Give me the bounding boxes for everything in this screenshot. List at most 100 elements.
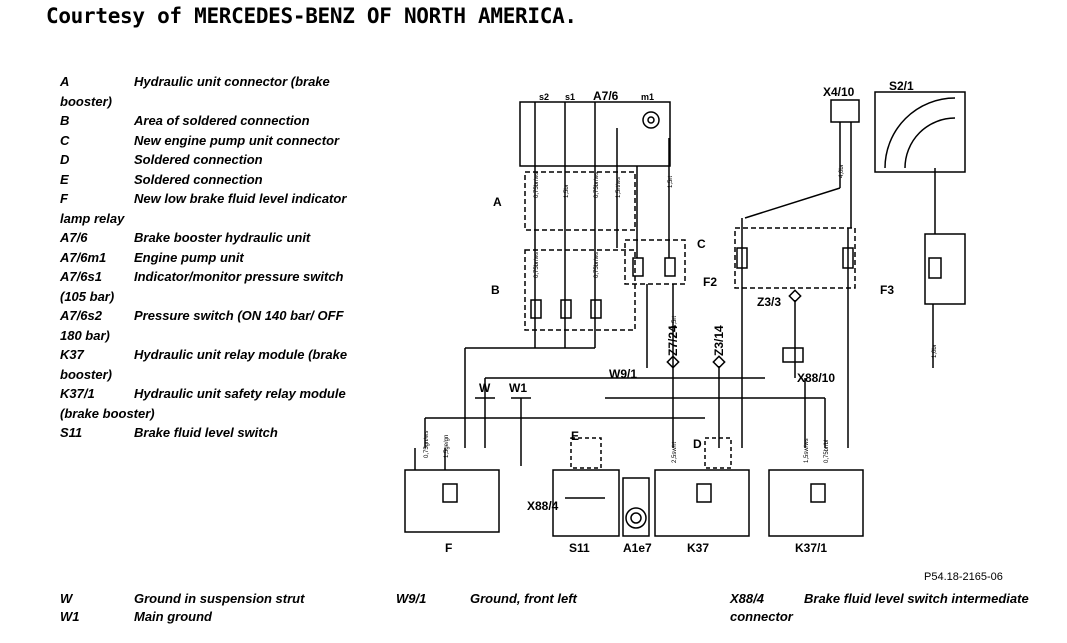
solder-point-icon — [560, 299, 572, 319]
legend-code: C — [60, 132, 70, 148]
wire-color-label: 1,5br — [564, 184, 570, 198]
solder-point-icon — [530, 299, 542, 319]
legend-code: E — [60, 171, 69, 187]
legend-text: Hydraulic unit relay module (brake boost… — [60, 347, 348, 382]
legend-code: X88/4 — [730, 591, 764, 606]
wire-color-label: 1,5rt — [668, 176, 674, 188]
legend-text: Hydraulic unit safety relay module (brak… — [60, 386, 346, 421]
label-a1e7: A1e7 — [623, 541, 652, 555]
x4-10-connector — [830, 99, 860, 123]
bottom-legend-col2: W9/1 Ground, front left — [396, 590, 577, 608]
bottom-legend-col1: W Ground in suspension strut W1 Main groun… — [60, 590, 304, 626]
wire-color-label: 0,75gn/ws — [424, 431, 430, 458]
lamp-icon — [625, 507, 647, 529]
legend-text: Main ground — [134, 609, 212, 624]
legend-code: A7/6 — [60, 230, 88, 245]
s2-1-arc — [884, 97, 956, 169]
legend-code: S11 — [60, 425, 83, 440]
legend-text: Ground in suspension strut — [134, 591, 305, 606]
courtesy-line: Courtesy of MERCEDES-BENZ OF NORTH AMERI… — [46, 4, 577, 28]
label-s1: s1 — [565, 92, 575, 102]
connector-a-box — [524, 171, 636, 231]
label-f: F — [445, 541, 452, 555]
legend-text: Engine pump unit — [134, 249, 244, 265]
x88-10-connector — [782, 347, 804, 363]
legend-code: K37 — [60, 347, 84, 362]
label-a7-6: A7/6 — [593, 89, 619, 103]
legend-code: F — [60, 191, 68, 206]
legend-code: A — [60, 74, 70, 89]
legend-item: W1 Main ground — [60, 608, 304, 626]
label-z3-14: Z3/14 — [712, 325, 726, 356]
legend-text: Pressure switch (ON 140 bar/ OFF 180 bar… — [60, 308, 344, 343]
s2-1-switch-box — [874, 91, 966, 173]
label-m1: m1 — [641, 92, 654, 102]
label-w9-1: W9/1 — [609, 367, 637, 381]
label-b: B — [491, 283, 500, 297]
wire-color-label: 1,5ge/gn — [444, 435, 450, 458]
label-x88-10: X88/10 — [797, 371, 835, 385]
wire-color-label: 1,5rt — [672, 316, 678, 328]
k37-1-relay-module — [768, 469, 864, 537]
wire-color-label: 0,75br/ws — [594, 172, 600, 198]
label-k37: K37 — [687, 541, 709, 555]
z7-24-junction — [666, 355, 680, 369]
s11-switch-box — [552, 469, 620, 537]
label-k37-1: K37/1 — [795, 541, 827, 555]
legend-item: D Soldered connection — [60, 150, 360, 170]
f2-fuse-box — [734, 227, 856, 289]
f-relay-module — [404, 469, 500, 533]
solder-e-box — [570, 437, 602, 469]
legend-text: Ground, front left — [470, 591, 577, 606]
legend-text: New engine pump unit connector — [134, 132, 340, 148]
legend-item: W Ground in suspension strut — [60, 590, 304, 608]
legend-code: D — [60, 152, 70, 167]
reference-code: P54.18-2165-06 — [924, 571, 1003, 583]
legend-code: A7/6s2 — [60, 308, 102, 323]
legend-item: C New engine pump unit connector — [60, 131, 360, 151]
connector-pin-icon — [664, 257, 676, 277]
legend-code: A7/6s1 — [60, 269, 102, 284]
label-w: W — [479, 381, 491, 395]
wire-color-label: 1,5rt/ws — [616, 177, 622, 198]
label-a: A — [493, 195, 502, 209]
legend-code: W — [60, 591, 73, 606]
label-f3: F3 — [880, 283, 894, 297]
wire-color-label: 0,75br/ws — [534, 252, 540, 278]
wire-color-label: 4,0br — [839, 164, 845, 178]
label-s2-1: S2/1 — [889, 79, 914, 93]
wire-color-label: 2,5sw/rt — [672, 442, 678, 463]
legend-text: Brake fluid level switch intermediate co… — [730, 591, 1029, 624]
label-s2: s2 — [539, 92, 549, 102]
relay-coil-icon — [810, 483, 826, 503]
label-d: D — [693, 437, 702, 451]
legend-text: Brake fluid level switch — [134, 425, 278, 440]
wire-color-label: 1,5sw/ws — [804, 438, 810, 463]
legend-item: S11 Brake fluid level switch — [60, 423, 360, 443]
legend-text: Indicator/monitor pressure switch (105 b… — [60, 269, 344, 304]
label-e: E — [571, 429, 579, 443]
label-s11: S11 — [569, 541, 590, 555]
z3-14-junction — [712, 355, 726, 369]
legend-code: K37/1 — [60, 386, 95, 401]
label-z3-3: Z3/3 — [757, 295, 781, 309]
legend-item: W9/1 Ground, front left — [396, 590, 577, 608]
connector-c-box — [624, 239, 686, 285]
wire-color-label: 0,75br/ws — [594, 252, 600, 278]
legend-code: W9/1 — [396, 591, 427, 606]
f3-coil-icon — [928, 257, 942, 279]
wire-color-label: 1,0br — [932, 344, 938, 358]
legend-code: W1 — [60, 609, 80, 624]
label-x88-4: X88/4 — [527, 499, 559, 513]
legend-text: Soldered connection — [134, 152, 263, 167]
